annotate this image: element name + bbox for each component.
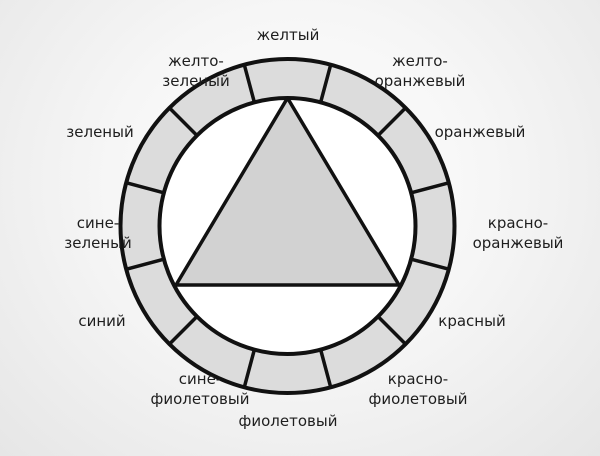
label-line: желто- [392,52,448,70]
label-line: зеленый [162,72,229,90]
outer-circle [118,57,457,395]
label-red-violet: красно-фиолетовый [369,370,468,408]
color-wheel-ring [120,59,455,393]
label-line: желто- [168,52,224,70]
segment-divider [376,106,407,137]
label-line: зеленый [66,123,133,141]
segment-divider [242,349,257,388]
segment-divider [242,64,257,103]
segment-divider [168,315,199,346]
label-orange: оранжевый [435,123,526,141]
label-line: фиолетовый [239,412,338,430]
label-line: оранжевый [435,123,526,141]
label-line: сине- [179,370,221,388]
label-line: красно- [388,370,448,388]
label-line: зеленый [64,234,131,252]
segment-divider [410,181,450,195]
label-blue-violet: сине-фиолетовый [151,370,250,408]
ring-fill [120,59,455,393]
segment-divider [318,64,333,103]
label-line: фиолетовый [369,390,468,408]
segment-divider [410,257,450,271]
segment-divider [125,257,165,271]
segment-divider [168,106,199,137]
label-red: красный [438,312,505,330]
label-yellow: желтый [257,26,320,44]
label-line: оранжевый [375,72,466,90]
label-green: зеленый [66,123,133,141]
label-line: сине- [77,214,119,232]
segment-divider [376,315,407,346]
segment-divider [125,181,165,195]
label-line: синий [78,312,125,330]
label-line: фиолетовый [151,390,250,408]
label-line: красно- [488,214,548,232]
label-violet: фиолетовый [239,412,338,430]
primary-colors-triangle [174,96,401,287]
label-line: красный [438,312,505,330]
label-line: желтый [257,26,320,44]
label-blue-green: сине-зеленый [64,214,131,252]
segment-divider [318,349,333,388]
label-line: оранжевый [473,234,564,252]
label-blue: синий [78,312,125,330]
label-red-orange: красно-оранжевый [473,214,564,252]
label-yellow-orange: желто-оранжевый [375,52,466,90]
label-yellow-green: желто-зеленый [162,52,229,90]
